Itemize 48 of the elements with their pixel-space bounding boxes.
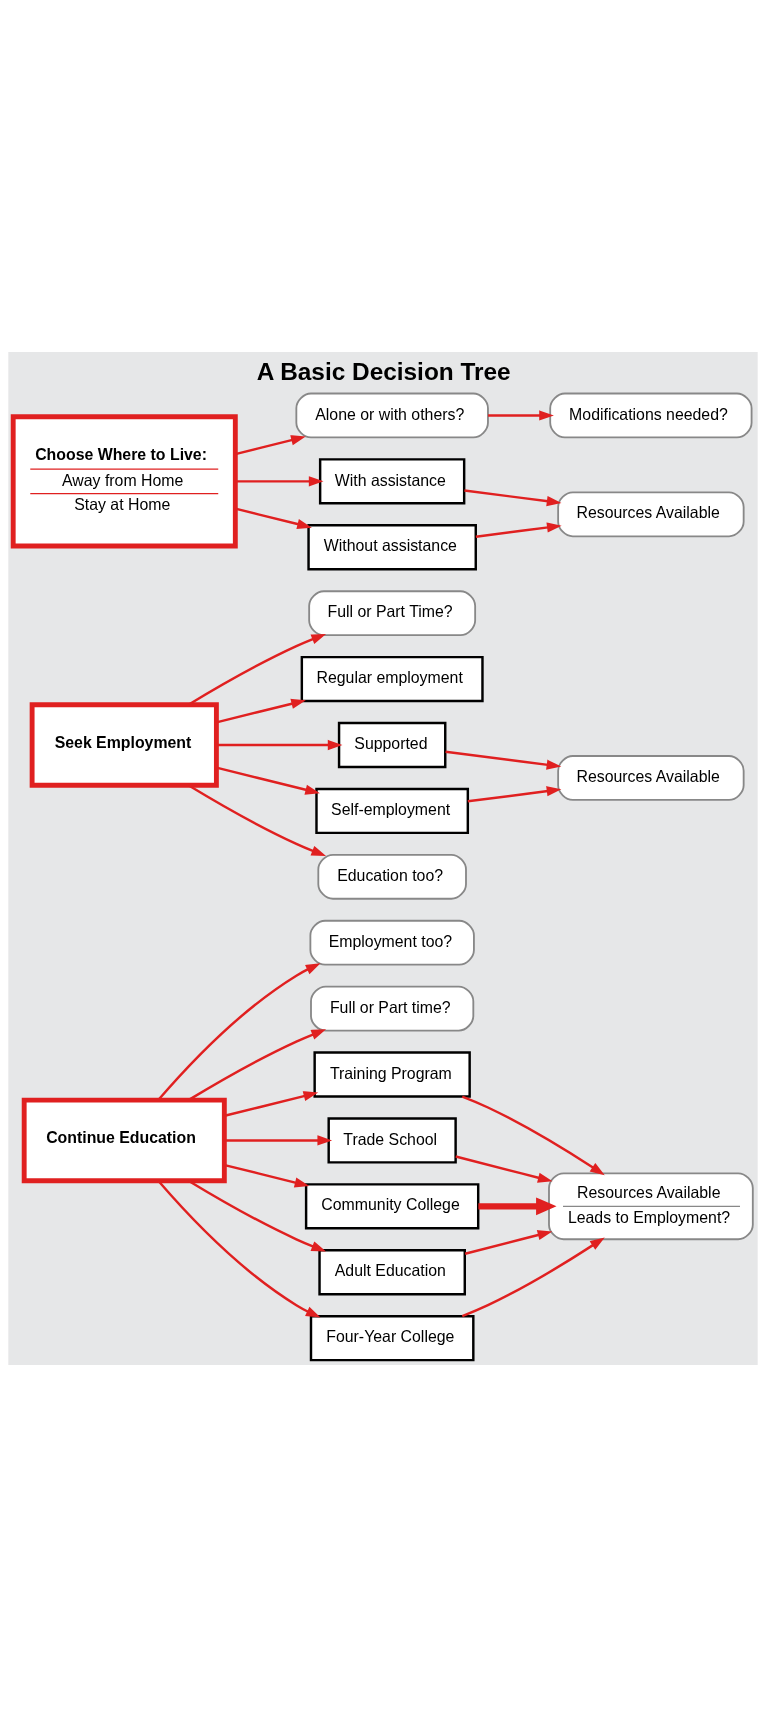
arrow xyxy=(445,750,562,770)
arrow xyxy=(235,475,324,486)
node-box: Supported xyxy=(337,721,447,768)
arrow xyxy=(224,1090,319,1117)
node-box: Education too? xyxy=(317,853,467,900)
node-box: Resources Available xyxy=(557,754,745,801)
node-box: Employment too? xyxy=(309,919,475,966)
arrow xyxy=(157,1179,321,1318)
node-box: Seek Employment xyxy=(29,701,219,788)
arrow xyxy=(455,1154,553,1183)
arrow xyxy=(235,434,306,455)
node-box: Full or Part time? xyxy=(310,985,475,1031)
arrow xyxy=(461,1236,605,1317)
node-box: Continue Education xyxy=(21,1097,227,1183)
arrow xyxy=(188,633,327,706)
node-box: Four-Year College xyxy=(309,1314,475,1361)
arrow xyxy=(224,1163,310,1188)
node-box: Alone or with others? xyxy=(295,392,489,438)
node-box: Adult Education xyxy=(318,1248,466,1295)
node-box: Self-employment xyxy=(315,787,470,834)
node-box: Resources Available xyxy=(557,490,745,537)
node-box: Regular employment xyxy=(300,655,484,702)
node-box: Choose Where to Live: Away from Home Stay at Home xyxy=(10,413,238,548)
node-box: Full or Part Time? xyxy=(308,589,477,636)
arrow xyxy=(478,1196,557,1215)
arrow xyxy=(235,506,312,529)
arrow xyxy=(464,1229,553,1255)
arrow xyxy=(488,409,554,421)
node-box: Without assistance xyxy=(307,523,477,570)
node-box: Resources Available Leads to Employment? xyxy=(548,1171,754,1240)
arrow xyxy=(188,1028,327,1101)
arrow xyxy=(216,698,306,724)
node-box: Trade School xyxy=(327,1116,457,1164)
arrow xyxy=(467,785,562,803)
arrow xyxy=(224,1134,333,1146)
node-box: With assistance xyxy=(318,457,466,505)
arrow xyxy=(464,488,562,506)
arrow xyxy=(216,739,343,750)
node-box: Modifications needed? xyxy=(549,392,753,438)
node-box: Community College xyxy=(304,1182,480,1230)
diagram-title: A Basic Decision Tree xyxy=(256,357,511,385)
node-box: Training Program xyxy=(313,1050,471,1098)
arrow xyxy=(475,521,562,538)
arrow xyxy=(461,1094,605,1175)
arrow xyxy=(216,765,320,795)
arrow xyxy=(157,962,321,1101)
arrow xyxy=(188,783,327,856)
arrow xyxy=(188,1179,327,1252)
